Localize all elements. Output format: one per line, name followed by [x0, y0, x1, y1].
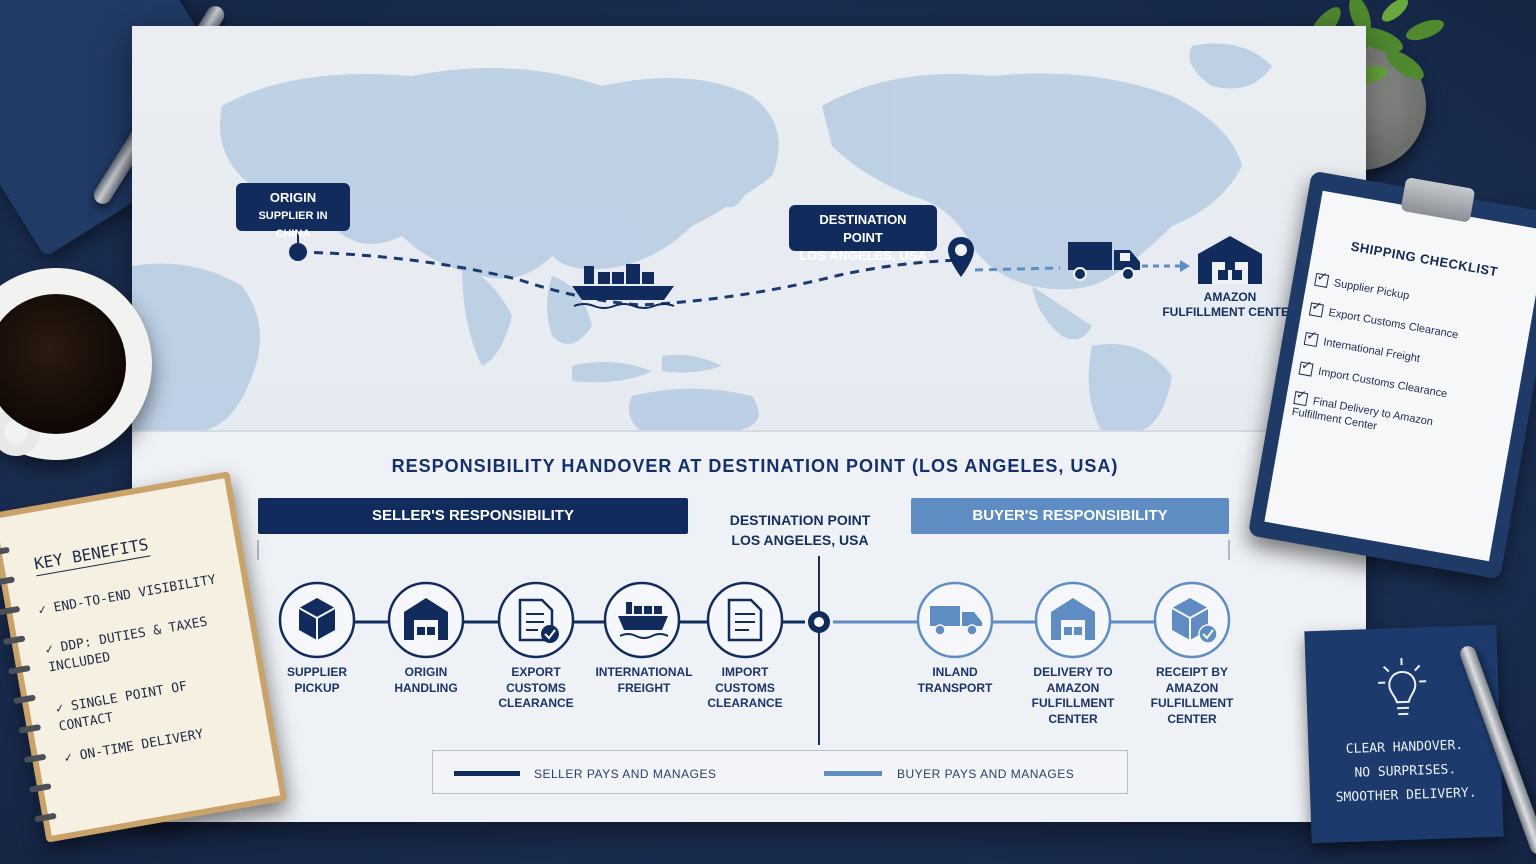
spiral-ring: [0, 546, 10, 557]
origin-callout: ORIGIN SUPPLIER IN CHINA: [236, 183, 350, 240]
step-label-line: INTERNATIONAL: [595, 665, 693, 679]
notepad-item-text: SINGLE POINT OF CONTACT: [57, 679, 189, 735]
legend-buyer-text: BUYER PAYS AND MANAGES: [897, 767, 1075, 781]
step-label-import-customs: IMPORT CUSTOMS CLEARANCE: [685, 665, 805, 712]
fulfillment-center-label: AMAZON FULFILLMENT CENTER: [1140, 290, 1320, 320]
legend: [432, 750, 1128, 794]
notepad-item-text: ON-TIME DELIVERY: [78, 726, 205, 764]
origin-subtitle: SUPPLIER IN CHINA: [258, 210, 328, 240]
step-label-line: ORIGIN: [404, 665, 448, 679]
step-label-line: AMAZON: [1165, 680, 1219, 695]
checkbox-checked-icon: [1303, 331, 1319, 348]
destination-head-line1: DESTINATION POINT: [729, 512, 871, 528]
step-label-line: CUSTOMS: [506, 680, 566, 695]
checkbox-checked-icon: [1314, 272, 1330, 288]
destination-line2: LOS ANGELES, USA: [799, 248, 927, 263]
step-label-line: FULFILLMENT: [1150, 696, 1234, 710]
step-label-line: CLEARANCE: [707, 696, 783, 710]
spiral-ring: [0, 576, 16, 587]
location-pin-icon: [948, 237, 974, 277]
coffee: [0, 294, 126, 434]
section-divider: [132, 430, 1366, 432]
step-label-delivery-to-amazon: DELIVERY TO AMAZON FULFILLMENT CENTER: [1013, 665, 1133, 727]
motto-text: CLEAR HANDOVER. NO SURPRISES. SMOOTHER D…: [1308, 733, 1502, 812]
legend-seller-text: SELLER PAYS AND MANAGES: [534, 767, 717, 781]
step-label-supplier-pickup: SUPPLIER PICKUP: [257, 665, 377, 696]
checkbox-checked-icon: [1298, 361, 1314, 377]
destination-head-line2: LOS ANGELES, USA: [731, 532, 869, 548]
destination-point-header: DESTINATION POINT LOS ANGELES, USA: [716, 510, 884, 550]
fulfillment-line1: AMAZON: [1203, 290, 1257, 304]
step-label-line: CLEARANCE: [498, 696, 574, 710]
legend-seller-swatch: [454, 771, 520, 776]
handover-title: RESPONSIBILITY HANDOVER AT DESTINATION P…: [391, 456, 1119, 476]
step-label-line: FREIGHT: [617, 680, 671, 695]
motto-card: CLEAR HANDOVER. NO SURPRISES. SMOOTHER D…: [1304, 624, 1504, 844]
spiral-ring: [34, 812, 57, 823]
step-label-line: FULFILLMENT: [1031, 696, 1115, 710]
destination-callout: DESTINATION POINT LOS ANGELES, USA: [789, 205, 937, 263]
step-label-line: SUPPLIER: [286, 665, 347, 679]
destination-line1: DESTINATION POINT: [819, 212, 907, 245]
warehouse-icon: [1198, 236, 1262, 284]
step-label-line: CENTER: [1167, 711, 1217, 726]
spiral-ring: [0, 605, 21, 616]
step-label-line: INLAND: [932, 665, 978, 679]
origin-title: ORIGIN: [269, 190, 317, 205]
step-label-line: PICKUP: [294, 680, 340, 695]
world-map-shapes: [132, 43, 1272, 432]
spiral-ring: [28, 783, 52, 793]
seller-responsibility-header: SELLER'S RESPONSIBILITY: [258, 498, 688, 534]
spiral-ring: [13, 694, 36, 705]
buyer-responsibility-header: BUYER'S RESPONSIBILITY: [911, 498, 1229, 534]
notepad-item: ✓ END-TO-END VISIBILITY: [37, 572, 218, 619]
step-label-line: HANDLING: [394, 680, 458, 695]
step-label-line: DELIVERY TO: [1033, 665, 1113, 679]
checkbox-checked-icon: [1293, 391, 1309, 407]
lightbulb-icon: [1378, 658, 1427, 716]
step-label-inland-transport: INLAND TRANSPORT: [895, 665, 1015, 696]
step-label-origin-handling: ORIGIN HANDLING: [366, 665, 486, 696]
step-label-line: TRANSPORT: [917, 680, 993, 695]
step-label-export-customs: EXPORT CUSTOMS CLEARANCE: [476, 665, 596, 712]
truck-icon: [1068, 242, 1140, 281]
spiral-ring: [8, 664, 31, 675]
cargo-ship-icon: [572, 264, 675, 309]
world-map: [132, 26, 1366, 432]
step-label-line: IMPORT: [721, 665, 769, 679]
step-label-international-freight: INTERNATIONAL FREIGHT: [584, 665, 704, 696]
legend-buyer-swatch: [824, 771, 882, 776]
fulfillment-line2: FULFILLMENT CENTER: [1162, 305, 1298, 319]
step-label-line: AMAZON: [1046, 680, 1100, 695]
step-label-line: CENTER: [1048, 711, 1098, 726]
checkbox-checked-icon: [1308, 302, 1324, 318]
spiral-ring: [18, 724, 42, 734]
notepad-item: ✓ DDP: DUTIES & TAXES INCLUDED: [44, 614, 209, 676]
notepad-title: KEY BENEFITS: [32, 534, 151, 577]
step-label-line: EXPORT: [511, 665, 561, 679]
step-label-line: CUSTOMS: [715, 680, 775, 695]
step-label-line: RECEIPT BY: [1155, 665, 1228, 679]
step-label-receipt-by-amazon: RECEIPT BY AMAZON FULFILLMENT CENTER: [1132, 665, 1252, 727]
spiral-ring: [23, 753, 47, 764]
notepad-item-text: END-TO-END VISIBILITY: [52, 572, 218, 616]
notepad-item-text: DDP: DUTIES & TAXES INCLUDED: [47, 614, 209, 676]
spiral-ring: [2, 635, 26, 646]
